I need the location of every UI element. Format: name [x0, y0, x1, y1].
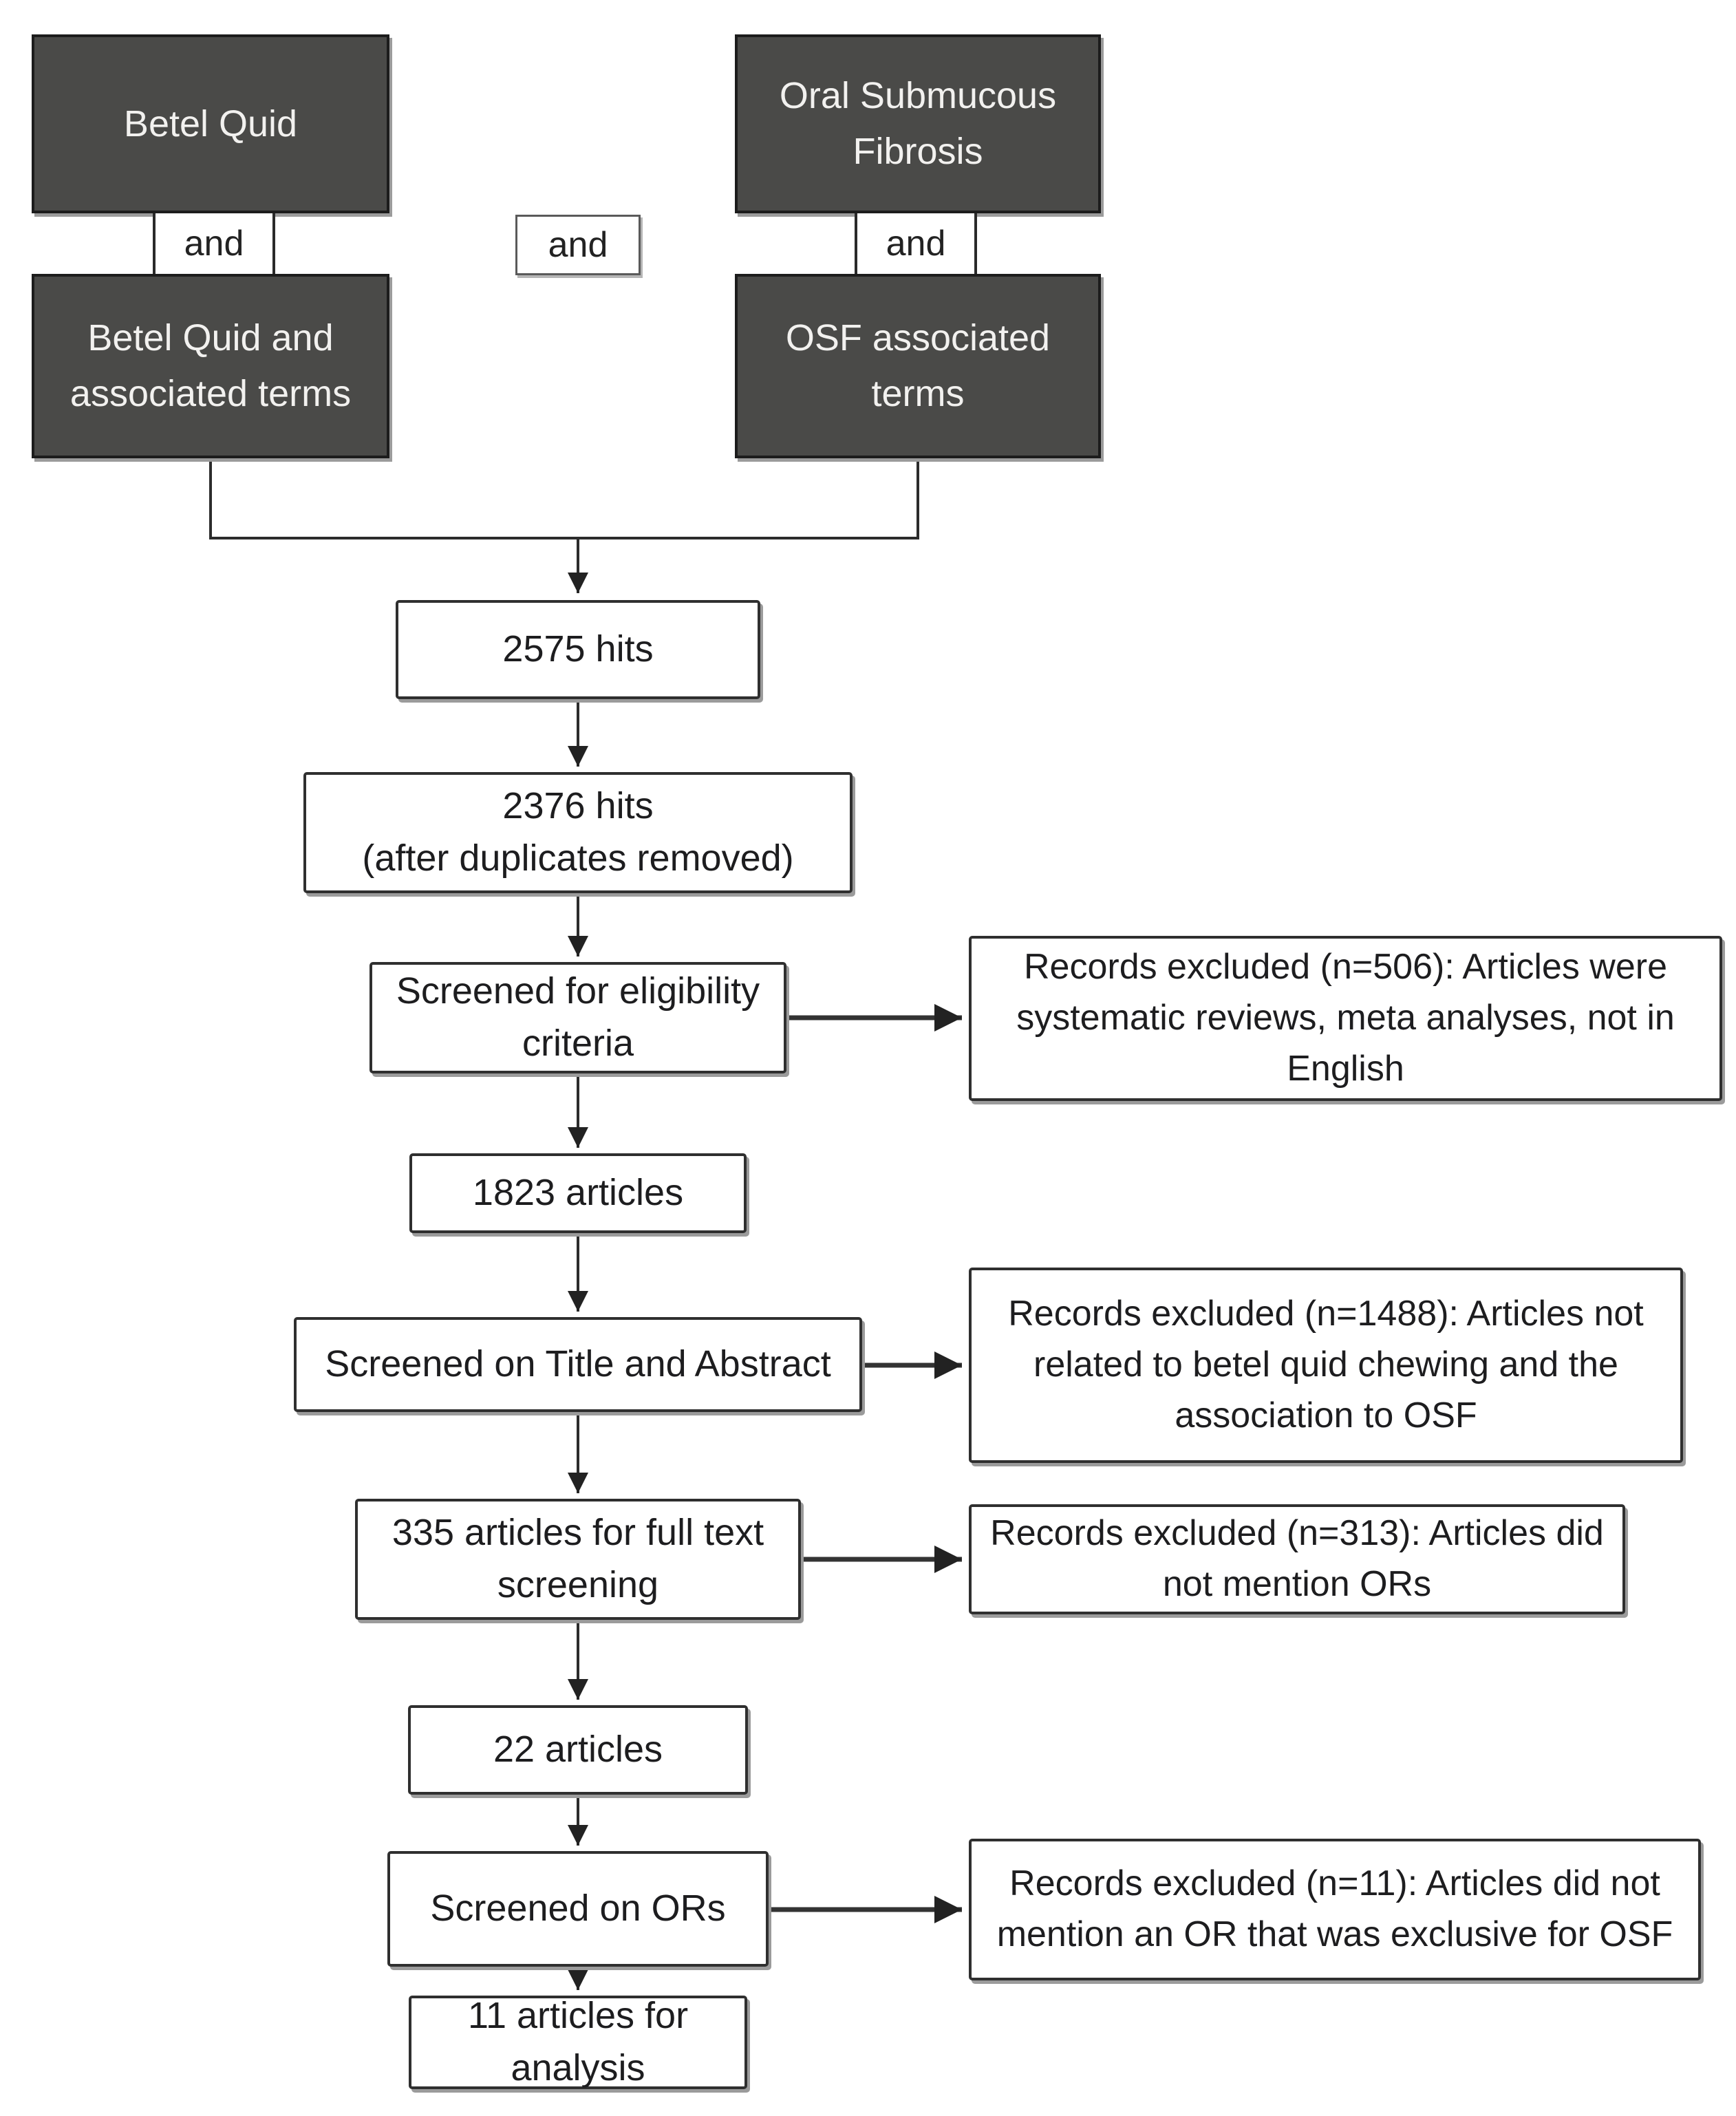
- flow-box-22-articles: 22 articles: [408, 1705, 748, 1795]
- term-box-betel-quid: Betel Quid: [32, 34, 389, 213]
- flow-box-title-abstract-screen-label: Screened on Title and Abstract: [325, 1343, 831, 1385]
- flow-box-335-full-text-label: 335 articles for full text screening: [392, 1512, 764, 1605]
- term-box-oral-submucous-fibrosis: Oral Submucous Fibrosis: [735, 34, 1101, 213]
- flow-box-11-articles-final: 11 articles for analysis: [409, 1995, 747, 2089]
- exclusion-box-313-label: Records excluded (n=313): Articles did n…: [990, 1513, 1604, 1604]
- term-box-oral-submucous-fibrosis-label: Oral Submucous Fibrosis: [779, 75, 1057, 172]
- operator-and-right-label: and: [886, 224, 946, 264]
- merge-connector: [209, 458, 919, 539]
- exclusion-box-11-label: Records excluded (n=11): Articles did no…: [996, 1863, 1673, 1954]
- operator-and-left-label: and: [184, 224, 244, 264]
- exclusion-box-506-label: Records excluded (n=506): Articles were …: [1016, 947, 1675, 1089]
- flow-box-1823-articles-label: 1823 articles: [472, 1172, 684, 1214]
- flow-box-22-articles-label: 22 articles: [493, 1729, 663, 1771]
- operator-and-center: and: [515, 215, 641, 275]
- term-box-betel-quid-associated: Betel Quid and associated terms: [32, 274, 389, 458]
- flow-box-eligibility-screen: Screened for eligibility criteria: [369, 962, 786, 1073]
- flow-box-2575-hits: 2575 hits: [396, 600, 760, 699]
- term-box-betel-quid-associated-label: Betel Quid and associated terms: [69, 317, 352, 414]
- flow-box-title-abstract-screen: Screened on Title and Abstract: [294, 1317, 862, 1412]
- flow-box-1823-articles: 1823 articles: [409, 1153, 747, 1233]
- exclusion-box-506: Records excluded (n=506): Articles were …: [969, 936, 1722, 1101]
- exclusion-box-313: Records excluded (n=313): Articles did n…: [969, 1504, 1625, 1614]
- flow-box-screened-on-ors-label: Screened on ORs: [430, 1888, 726, 1930]
- operator-and-left: and: [153, 213, 275, 274]
- flow-box-11-articles-final-label: 11 articles for analysis: [467, 1995, 689, 2088]
- flow-box-eligibility-screen-label: Screened for eligibility criteria: [396, 970, 760, 1064]
- exclusion-box-1488: Records excluded (n=1488): Articles not …: [969, 1268, 1683, 1463]
- exclusion-box-1488-label: Records excluded (n=1488): Articles not …: [1008, 1294, 1644, 1435]
- flow-box-2575-hits-label: 2575 hits: [502, 628, 654, 670]
- flow-box-screened-on-ors: Screened on ORs: [387, 1851, 769, 1967]
- flow-box-335-full-text: 335 articles for full text screening: [355, 1499, 801, 1620]
- operator-and-right: and: [855, 213, 977, 274]
- flow-box-2376-hits-deduped: 2376 hits (after duplicates removed): [303, 772, 853, 893]
- flow-box-2376-hits-deduped-label: 2376 hits (after duplicates removed): [362, 785, 794, 879]
- exclusion-box-11: Records excluded (n=11): Articles did no…: [969, 1839, 1701, 1980]
- operator-and-center-label: and: [548, 225, 608, 265]
- term-box-osf-associated-label: OSF associated terms: [785, 317, 1051, 414]
- term-box-betel-quid-label: Betel Quid: [123, 103, 298, 145]
- term-box-osf-associated: OSF associated terms: [735, 274, 1101, 458]
